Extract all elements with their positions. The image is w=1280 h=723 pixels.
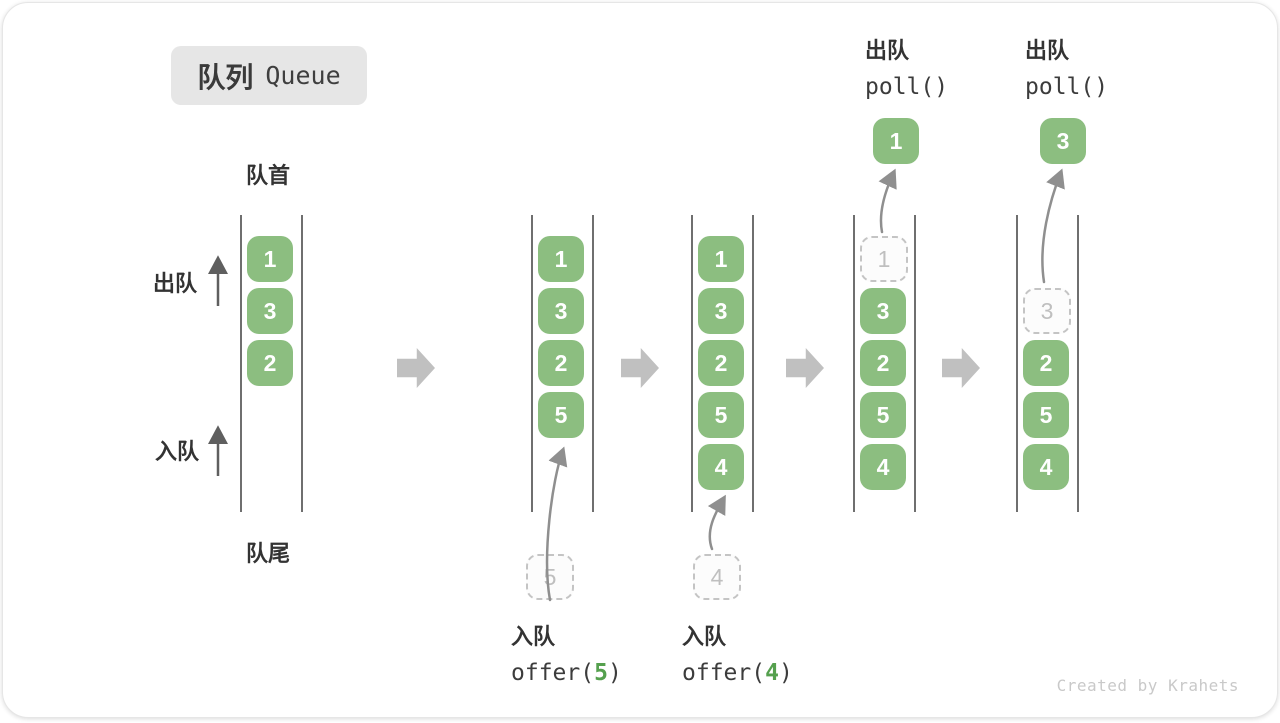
column3-line-left bbox=[691, 215, 693, 512]
queue-item: 2 bbox=[698, 340, 744, 386]
queue-item: 5 bbox=[860, 392, 906, 438]
poll2-code: poll() bbox=[1025, 74, 1109, 100]
step-arrow-4 bbox=[942, 348, 980, 388]
queue-item: 1 bbox=[247, 236, 293, 282]
column2-line-right bbox=[592, 215, 594, 512]
queue-item: 4 bbox=[1023, 444, 1069, 490]
step-arrow-3 bbox=[786, 348, 824, 388]
enqueue-arrow-4 bbox=[707, 494, 726, 551]
title-badge: 队列 Queue bbox=[171, 46, 367, 105]
title-zh: 队列 bbox=[197, 61, 254, 93]
pending-item: 4 bbox=[693, 554, 741, 600]
enqueue5-code: offer(5) bbox=[511, 660, 622, 686]
label-queue-front: 队首 bbox=[246, 163, 291, 188]
column3-line-right bbox=[752, 215, 754, 512]
poll1-label: 出队 bbox=[865, 38, 910, 63]
label-queue-rear: 队尾 bbox=[246, 541, 291, 566]
step-arrow-1 bbox=[397, 348, 435, 388]
poll1-caption: 出队 poll() bbox=[865, 33, 948, 100]
queue-item: 4 bbox=[698, 444, 744, 490]
queue-item: 2 bbox=[860, 340, 906, 386]
column4-line-left bbox=[853, 215, 855, 512]
queue-item: 4 bbox=[860, 444, 906, 490]
removed-item-slot: 3 bbox=[1023, 288, 1071, 334]
step-arrow-2 bbox=[621, 348, 659, 388]
dequeue-arrow-1 bbox=[878, 168, 897, 234]
column5-line-left bbox=[1016, 215, 1018, 512]
queue-item: 2 bbox=[247, 340, 293, 386]
label-dequeue-side: 出队 bbox=[153, 271, 198, 296]
title-en: Queue bbox=[265, 61, 341, 90]
column4-line-right bbox=[914, 215, 916, 512]
enqueue5-label: 入队 bbox=[511, 624, 556, 649]
polled-item: 1 bbox=[873, 118, 919, 164]
queue-item: 2 bbox=[538, 340, 584, 386]
enqueue4-caption: 入队 offer(4) bbox=[682, 619, 793, 686]
poll1-code: poll() bbox=[865, 74, 949, 100]
polled-item: 3 bbox=[1040, 118, 1086, 164]
column5-line-right bbox=[1077, 215, 1079, 512]
dequeue-arrow-3 bbox=[1041, 168, 1065, 284]
enqueue5-arg: 5 bbox=[594, 660, 608, 686]
enqueue4-arg: 4 bbox=[765, 660, 779, 686]
poll2-label: 出队 bbox=[1025, 38, 1070, 63]
column2-line-left bbox=[531, 215, 533, 512]
queue-item: 3 bbox=[247, 288, 293, 334]
queue-item: 5 bbox=[698, 392, 744, 438]
queue-item: 5 bbox=[1023, 392, 1069, 438]
queue-item: 1 bbox=[538, 236, 584, 282]
column1-line-left bbox=[240, 215, 242, 512]
queue-item: 3 bbox=[860, 288, 906, 334]
enqueue5-caption: 入队 offer(5) bbox=[511, 619, 622, 686]
column1-line-right bbox=[301, 215, 303, 512]
enqueue4-code: offer(4) bbox=[682, 660, 793, 686]
queue-item: 2 bbox=[1023, 340, 1069, 386]
credit-text: Created by Krahets bbox=[1056, 676, 1239, 695]
queue-item: 3 bbox=[538, 288, 584, 334]
pending-item: 5 bbox=[526, 554, 574, 600]
poll2-caption: 出队 poll() bbox=[1025, 33, 1108, 100]
label-enqueue-side: 入队 bbox=[155, 439, 200, 464]
queue-item: 5 bbox=[538, 392, 584, 438]
removed-item-slot: 1 bbox=[860, 236, 908, 282]
enqueue4-label: 入队 bbox=[682, 624, 727, 649]
queue-item: 1 bbox=[698, 236, 744, 282]
queue-item: 3 bbox=[698, 288, 744, 334]
